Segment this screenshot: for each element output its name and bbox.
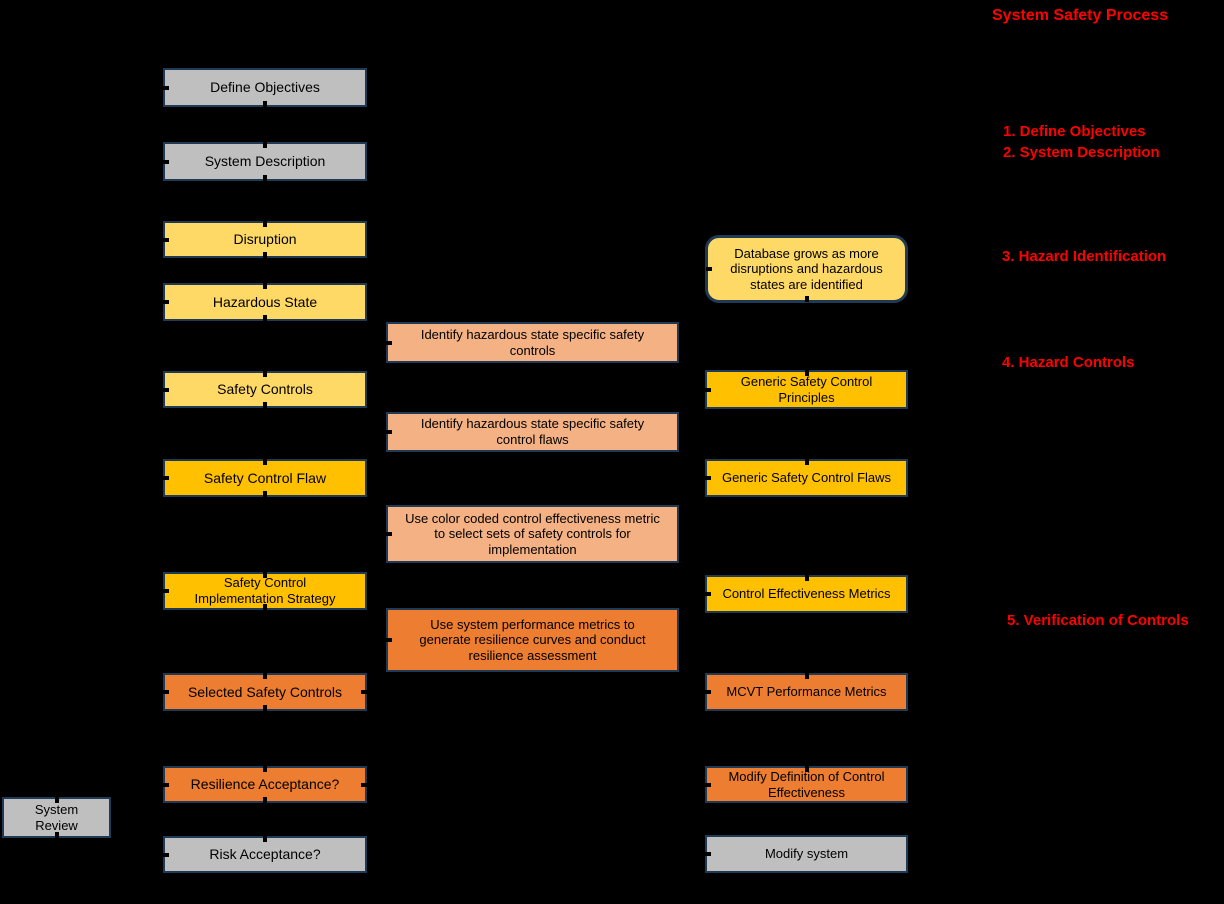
node-label-safety-control-implementation-strategy: Safety Control Implementation Strategy [194,575,336,606]
process-stage-label-step-1: 1. Define Objectives [1003,123,1146,140]
arrow-stub-left-icon [163,387,169,392]
arrow-stub-bottom-icon [263,252,267,258]
node-label-system-review: System Review [34,801,79,833]
arrow-stub-right-icon [361,782,367,787]
arrow-stub-left-icon [163,300,169,304]
arrow-stub-left-icon [163,237,169,242]
arrow-stub-bottom-icon [263,175,267,181]
arrow-stub-left-icon [163,852,169,857]
node-label-modify-definition-control-effectiveness: Modify Definition of Control Effectivene… [728,768,885,800]
arrow-stub-bottom-icon [263,101,267,107]
arrow-stub-top-icon [263,142,267,148]
arrow-stub-left-icon [163,476,169,480]
arrow-stub-top-icon [804,370,809,376]
arrow-stub-left-icon [705,852,711,856]
arrow-stub-bottom-icon [54,832,59,838]
arrow-stub-left-icon [163,690,169,694]
arrow-stub-left-icon [163,85,169,90]
process-stage-label-system-safety-process-title: System Safety Process [992,7,1169,24]
arrow-stub-left-icon [163,589,169,593]
arrow-stub-left-icon [163,782,169,787]
node-label-generic-safety-control-principles: Generic Safety Control Principles [740,373,873,405]
node-label-define-objectives: Define Objectives [210,79,320,96]
node-label-generic-safety-control-flaws: Generic Safety Control Flaws [721,470,892,486]
node-label-modify-system: Modify system [764,846,849,862]
arrow-stub-left-icon [705,592,711,596]
flowchart-node-generic-safety-control-principles: Generic Safety Control Principles [705,370,908,409]
arrow-stub-left-icon [705,387,711,392]
arrow-stub-top-icon [263,459,267,465]
flowchart-node-resilience-acceptance: Resilience Acceptance? [163,766,367,803]
arrow-stub-bottom-icon [263,402,267,408]
process-stage-label-step-2: 2. System Description [1003,144,1160,161]
node-label-resilience-acceptance: Resilience Acceptance? [190,776,340,793]
flowchart-node-hazardous-state: Hazardous State [163,283,367,321]
flowchart-node-safety-control-flaw: Safety Control Flaw [163,459,367,497]
node-label-system-description: System Description [204,153,326,170]
flowchart-node-mcvt-performance-metrics: MCVT Performance Metrics [705,673,908,711]
arrow-stub-top-icon [263,836,267,842]
process-stage-label-step-4: 4. Hazard Controls [1002,354,1135,371]
arrow-stub-left-icon [386,638,392,642]
flowchart-node-selected-safety-controls: Selected Safety Controls [163,673,367,711]
arrow-stub-bottom-icon [263,604,267,610]
arrow-stub-top-icon [263,673,267,679]
flowchart-node-define-objectives: Define Objectives [163,68,367,107]
flowchart-node-resilience-assessment: Use system performance metrics to genera… [386,608,679,672]
node-label-database-growth-note: Database grows as more disruptions and h… [730,245,883,292]
arrow-stub-left-icon [386,430,392,434]
arrow-stub-left-icon [386,532,392,536]
arrow-stub-top-icon [263,572,267,578]
flowchart-node-system-description: System Description [163,142,367,181]
arrow-stub-bottom-icon [263,705,267,711]
arrow-stub-left-icon [386,340,392,345]
flowchart-node-modify-system: Modify system [705,835,908,873]
arrow-stub-right-icon [361,690,367,694]
flowchart-node-generic-safety-control-flaws: Generic Safety Control Flaws [705,459,908,497]
node-label-control-effectiveness-metrics: Control Effectiveness Metrics [722,586,891,602]
arrow-stub-left-icon [705,782,711,787]
node-label-risk-acceptance: Risk Acceptance? [209,846,321,863]
node-label-hazardous-state: Hazardous State [212,293,318,310]
flowchart-node-database-growth-note: Database grows as more disruptions and h… [705,235,908,303]
node-label-selected-safety-controls: Selected Safety Controls [187,683,343,700]
arrow-stub-top-icon [804,459,809,465]
flowchart-node-risk-acceptance: Risk Acceptance? [163,836,367,873]
node-label-color-coded-metric-selection: Use color coded control effectiveness me… [405,510,660,557]
arrow-stub-top-icon [804,673,809,679]
flowchart-node-identify-control-flaws: Identify hazardous state specific safety… [386,412,679,452]
arrow-stub-top-icon [263,371,267,377]
arrow-stub-left-icon [705,690,711,694]
flowchart-node-system-review: System Review [2,797,111,838]
arrow-stub-left-icon [163,159,169,164]
node-label-disruption: Disruption [233,231,297,248]
node-label-identify-hazardous-controls: Identify hazardous state specific safety… [420,326,645,358]
arrow-stub-bottom-icon [263,797,267,803]
arrow-stub-top-icon [263,766,267,772]
node-label-safety-controls: Safety Controls [217,381,313,398]
node-label-identify-control-flaws: Identify hazardous state specific safety… [420,416,645,447]
arrow-stub-top-icon [804,575,809,581]
flowchart-node-safety-controls: Safety Controls [163,371,367,408]
arrow-stub-top-icon [263,283,267,289]
arrow-stub-bottom-icon [804,296,809,302]
flowchart-node-control-effectiveness-metrics: Control Effectiveness Metrics [705,575,908,613]
node-label-safety-control-flaw: Safety Control Flaw [203,469,327,486]
arrow-stub-top-icon [804,766,809,772]
flowchart-node-disruption: Disruption [163,221,367,258]
flowchart-node-color-coded-metric-selection: Use color coded control effectiveness me… [386,505,679,563]
arrow-stub-left-icon [706,267,712,271]
flowchart-node-identify-hazardous-controls: Identify hazardous state specific safety… [386,322,679,363]
arrow-stub-bottom-icon [263,315,267,321]
arrow-stub-left-icon [705,476,711,480]
flowchart-node-safety-control-implementation-strategy: Safety Control Implementation Strategy [163,572,367,610]
process-stage-label-step-5: 5. Verification of Controls [1007,612,1189,629]
arrow-stub-top-icon [54,797,59,803]
flowchart-node-modify-definition-control-effectiveness: Modify Definition of Control Effectivene… [705,766,908,803]
arrow-stub-top-icon [263,221,267,227]
arrow-stub-bottom-icon [263,491,267,497]
node-label-mcvt-performance-metrics: MCVT Performance Metrics [726,684,887,700]
process-stage-label-step-3: 3. Hazard Identification [1002,248,1167,265]
node-label-resilience-assessment: Use system performance metrics to genera… [419,616,646,663]
